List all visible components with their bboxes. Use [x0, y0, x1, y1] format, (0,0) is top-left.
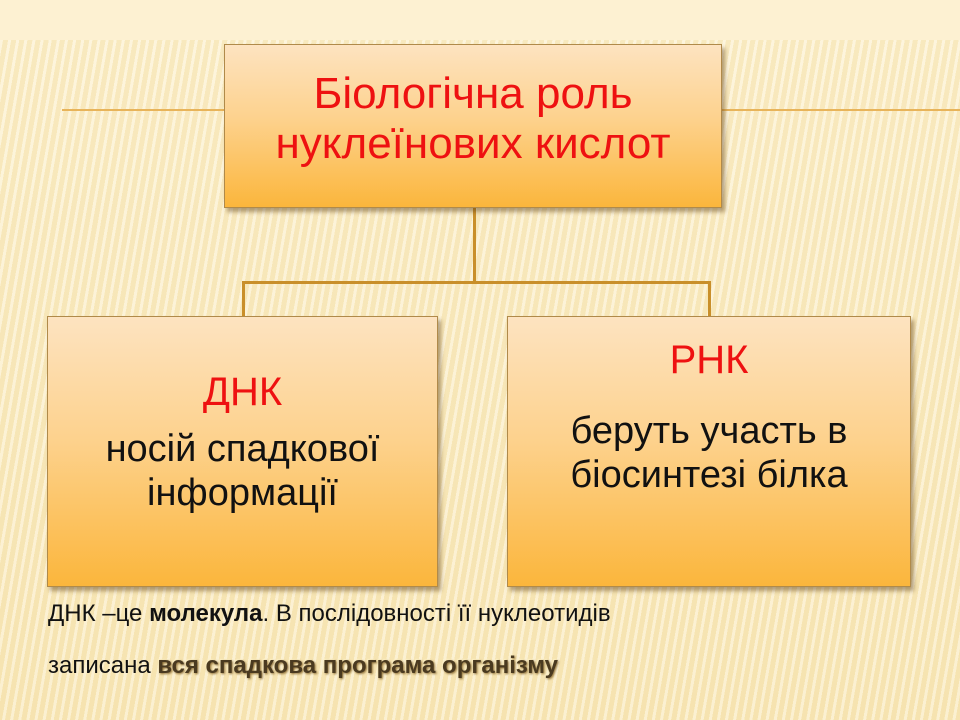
- decorative-line-right: [722, 109, 960, 111]
- caption-emphasis: вся спадкова програма організму: [157, 652, 559, 679]
- rna-desc-line1: беруть участь в: [570, 410, 848, 452]
- background-top-band: [0, 0, 960, 40]
- dna-desc-line1: носій спадкової: [105, 428, 380, 470]
- root-title-line2: нуклеїнових кислот: [275, 119, 671, 168]
- connector-left-down: [242, 281, 245, 317]
- root-node-box: Біологічна роль нуклеїнових кислот: [224, 44, 722, 208]
- dna-node-box: ДНК носій спадкової інформації: [47, 316, 438, 587]
- caption-line2: записана вся спадкова програма організму: [48, 652, 558, 680]
- root-title-line1: Біологічна роль: [313, 69, 633, 118]
- caption-bold-term: молекула: [149, 600, 263, 627]
- dna-desc-line2: інформації: [147, 472, 338, 514]
- connector-horizontal: [242, 281, 711, 284]
- rna-node-box: РНК беруть участь в біосинтезі білка: [507, 316, 911, 587]
- decorative-line-left: [62, 109, 228, 111]
- rna-heading: РНК: [669, 338, 749, 382]
- caption-text: . В послідовності її нуклеотидів: [262, 600, 611, 627]
- caption-line1: ДНК –це молекула. В послідовності її нук…: [48, 600, 611, 628]
- caption-text: ДНК –це: [48, 600, 150, 627]
- rna-desc-line2: біосинтезі білка: [570, 454, 848, 496]
- dna-heading: ДНК: [202, 370, 283, 414]
- connector-root-down: [473, 207, 476, 283]
- caption-text: записана: [48, 652, 158, 679]
- connector-right-down: [708, 281, 711, 317]
